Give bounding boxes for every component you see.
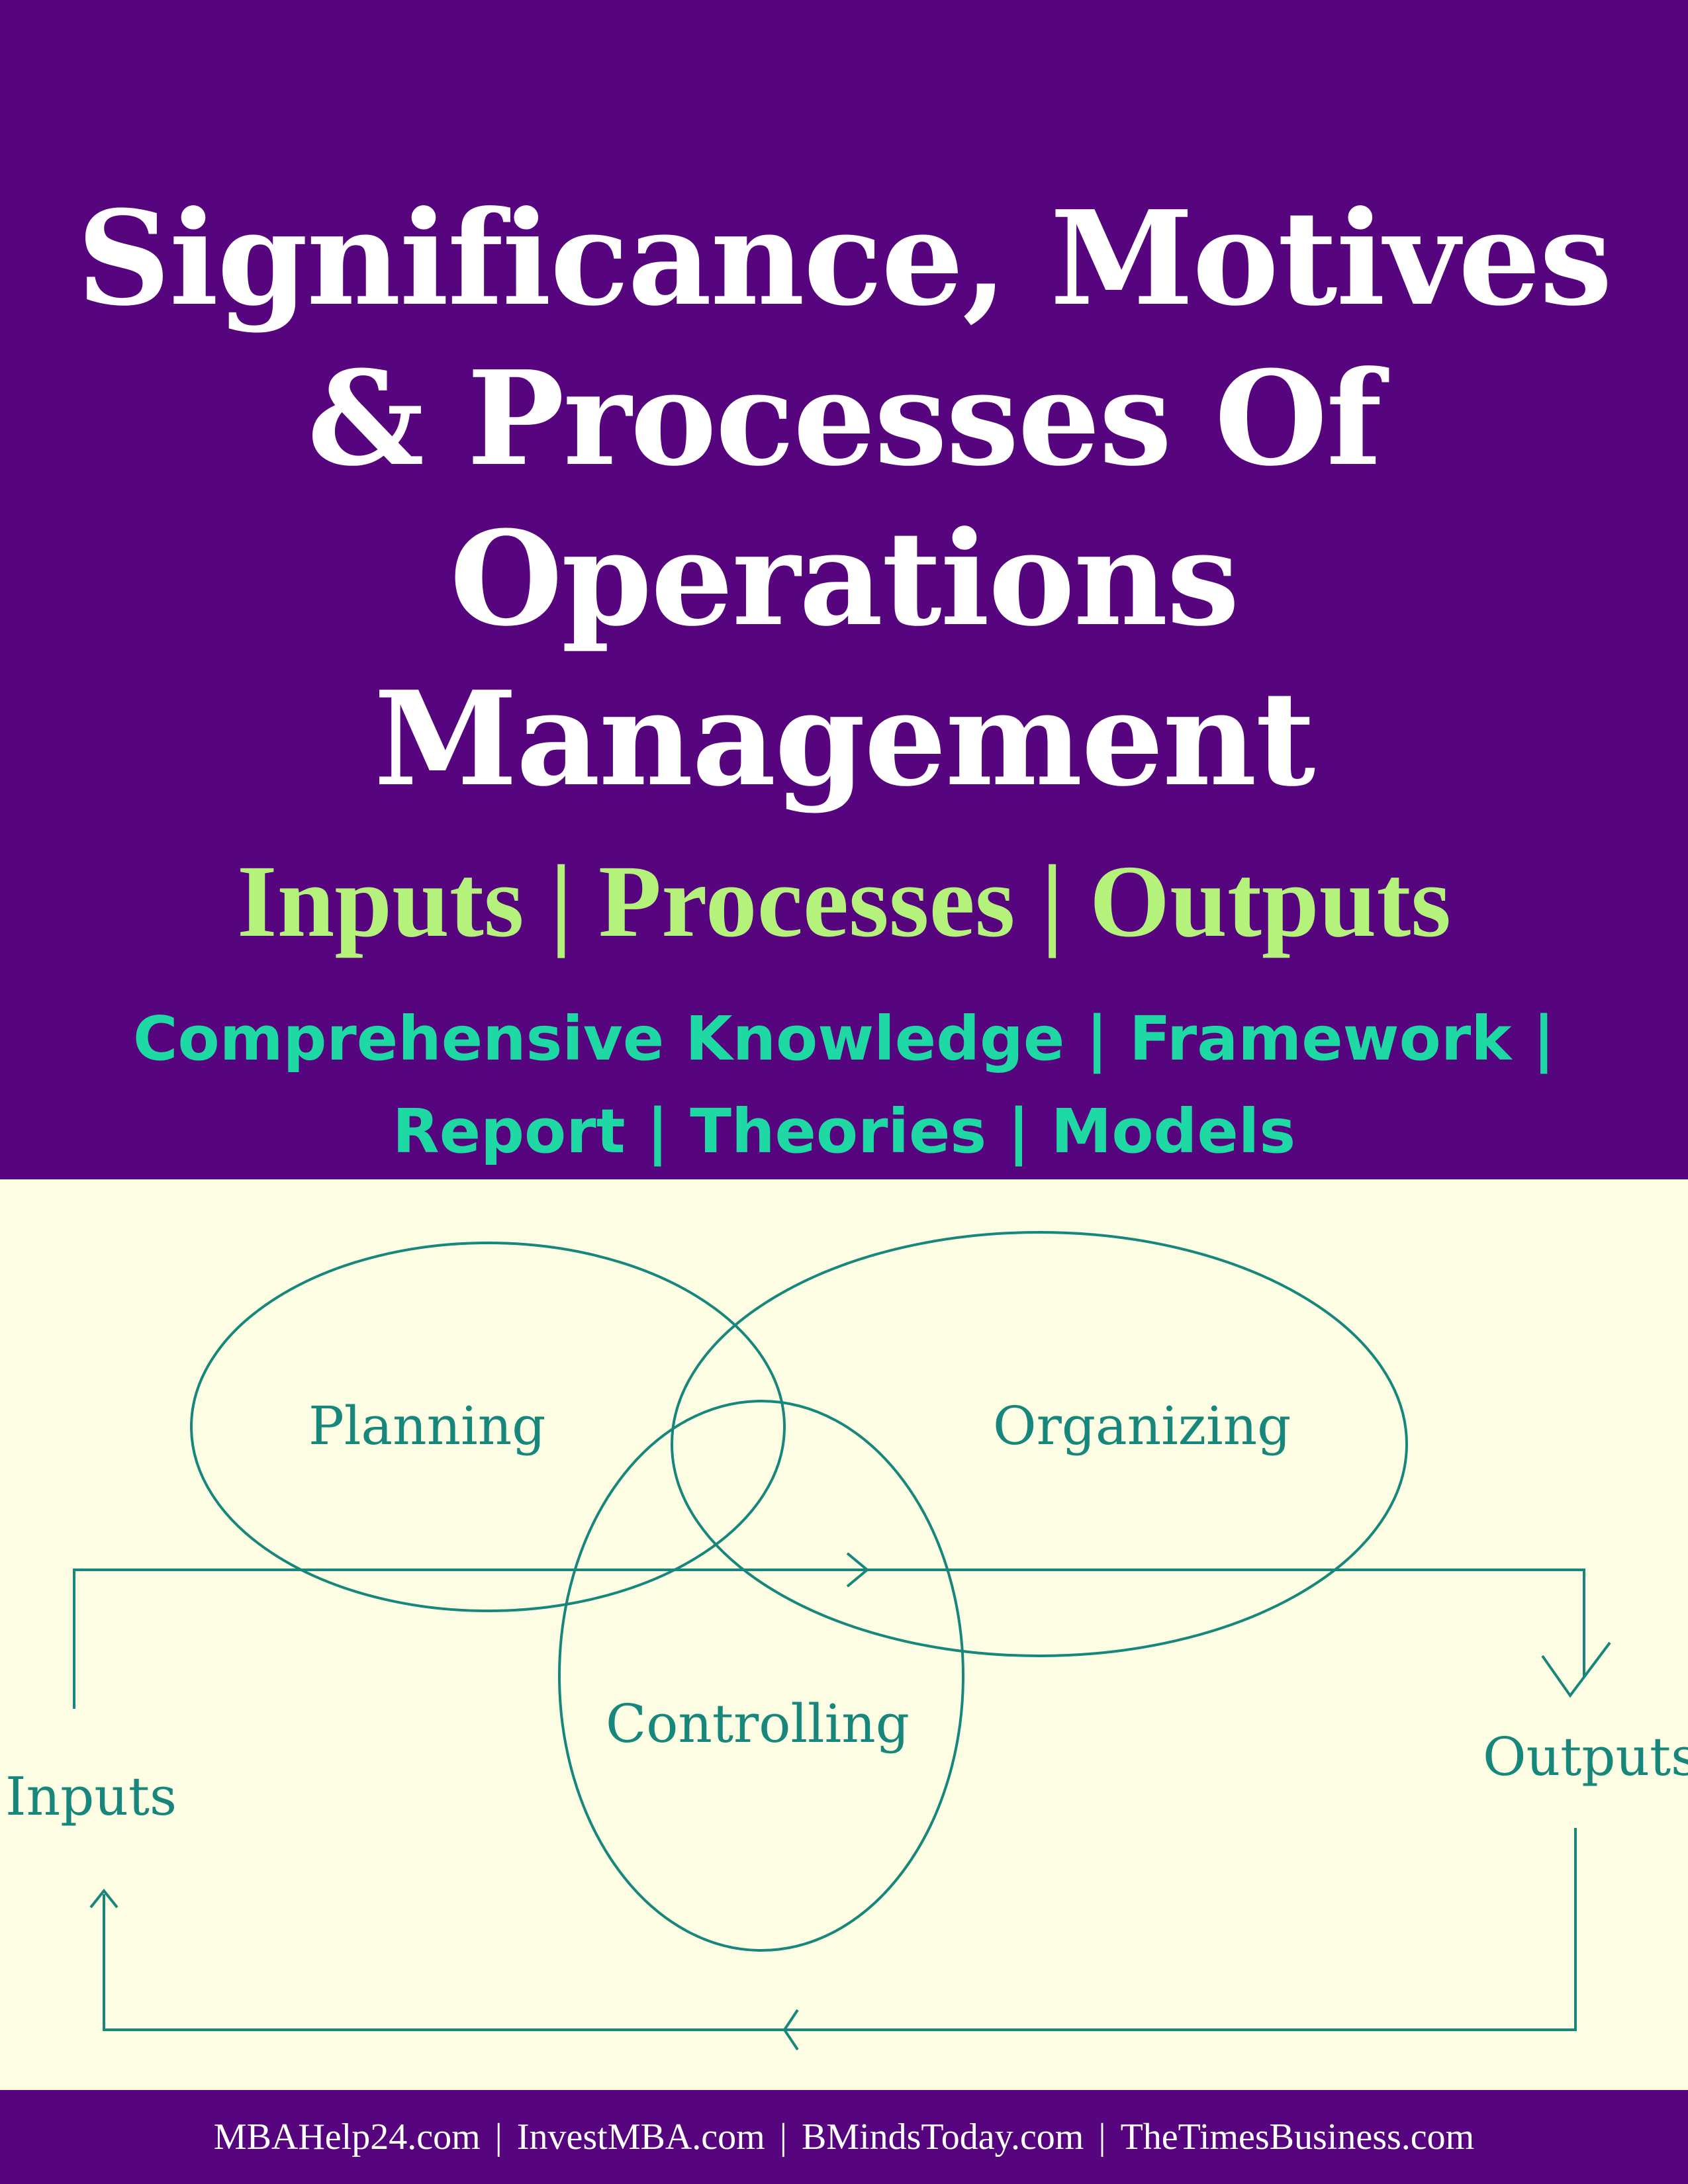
input-arrow-icon: [89, 1888, 118, 1909]
footer-site-link[interactable]: BMindsToday.com: [801, 2116, 1084, 2158]
flow-arrow-icon: [846, 1552, 870, 1588]
process-flow-line: [73, 1569, 1585, 1709]
footer-banner: MBAHelp24.com | InvestMBA.com | BMindsToday.…: [0, 2090, 1688, 2184]
planning-ellipse: [190, 1242, 786, 1612]
outputs-label: Outputs: [1483, 1726, 1688, 1788]
planning-label: Planning: [308, 1395, 545, 1457]
footer-site-link[interactable]: InvestMBA.com: [516, 2116, 765, 2158]
tagline-line: Comprehensive Knowledge | Framework |: [132, 1003, 1556, 1074]
output-arrow-icon: [1541, 1641, 1611, 1698]
footer-separator: |: [1098, 2116, 1106, 2158]
subtitle: Inputs | Processes | Outputs: [236, 844, 1452, 958]
footer-separator: |: [494, 2116, 502, 2158]
title-line: Significance, Motives: [77, 183, 1613, 335]
footer-site-link[interactable]: MBAHelp24.com: [213, 2116, 481, 2158]
controlling-ellipse: [558, 1400, 964, 1952]
tagline-line: Report | Theories | Models: [392, 1096, 1296, 1167]
inputs-label: Inputs: [5, 1766, 177, 1827]
controlling-label: Controlling: [606, 1693, 910, 1754]
header-banner: Significance, Motives & Processes Of Ope…: [0, 0, 1688, 1179]
organizing-label: Organizing: [993, 1395, 1291, 1457]
organizing-ellipse: [671, 1231, 1408, 1657]
feedback-loop-line: [103, 1828, 1577, 2031]
title-line: Management: [373, 663, 1315, 815]
management-process-diagram: Planning Organizing Controlling Inputs O…: [5, 1231, 1688, 2051]
tagline: Comprehensive Knowledge | Framework | Re…: [0, 993, 1688, 1178]
footer-site-link[interactable]: TheTimesBusiness.com: [1120, 2116, 1475, 2158]
title-line: Operations: [449, 503, 1239, 655]
footer-separator: |: [779, 2116, 787, 2158]
page-title: Significance, Motives & Processes Of Ope…: [0, 179, 1688, 819]
title-line: & Processes Of: [307, 343, 1382, 495]
feedback-arrow-icon: [782, 2009, 799, 2051]
